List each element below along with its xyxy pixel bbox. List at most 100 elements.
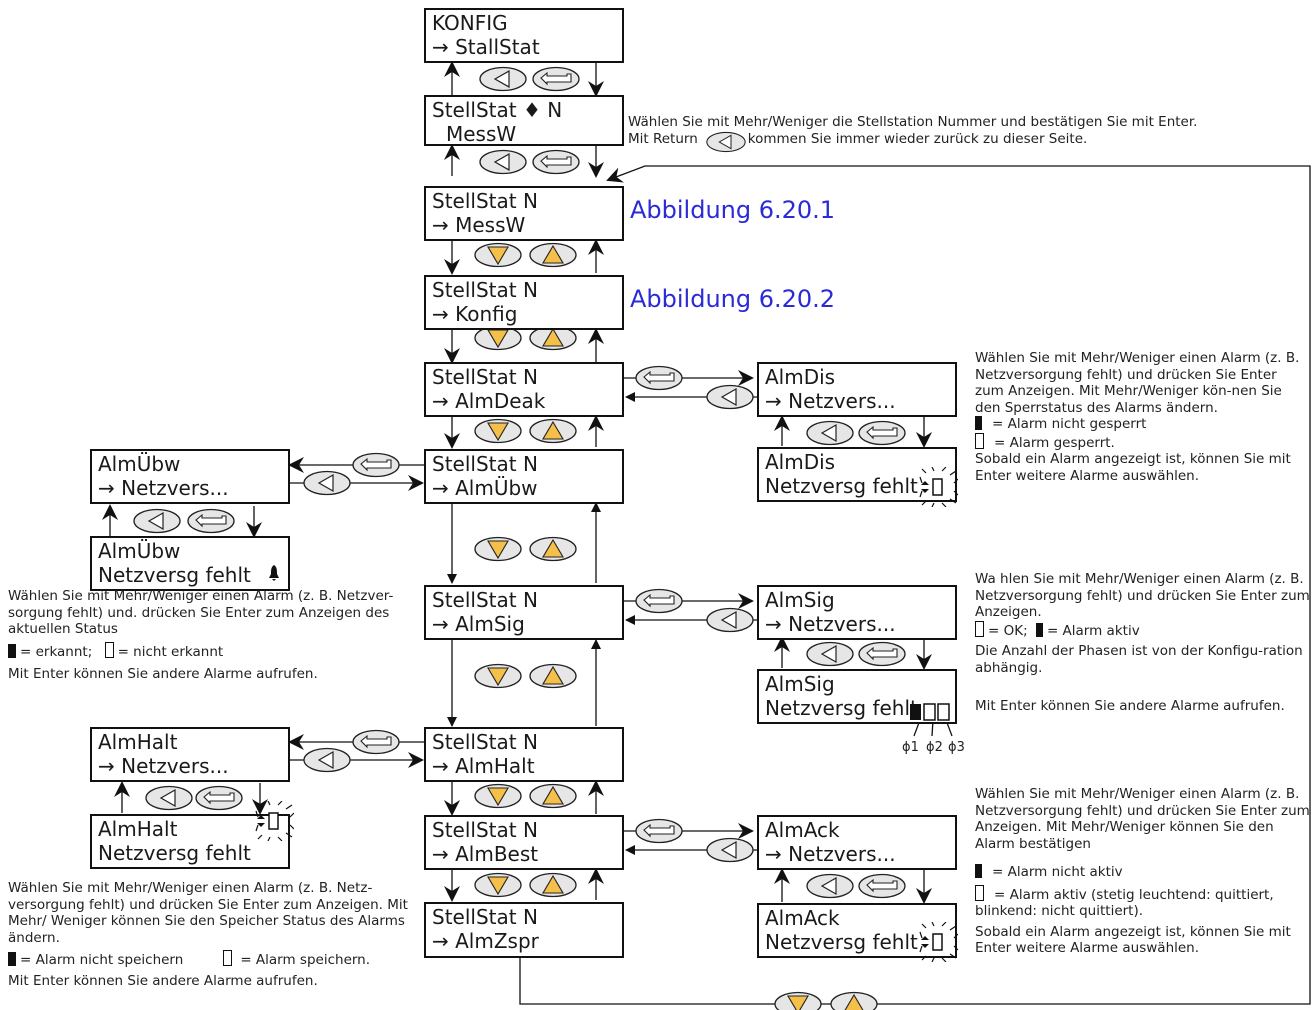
note-line: Wählen Sie mit Mehr/Weniger einen Alarm … xyxy=(8,880,408,946)
menu-box-almubw-detail: AlmÜbw Netzversg fehlt xyxy=(90,536,290,591)
box-line-1: AlmÜbw xyxy=(98,539,181,563)
return-button-icon[interactable] xyxy=(479,66,527,92)
empty-rect-icon xyxy=(975,432,984,449)
up-button-icon[interactable] xyxy=(529,663,577,689)
note-line: Sobald ein Alarm angezeigt ist, können S… xyxy=(975,451,1291,484)
note-line: Wählen Sie mit Mehr/Weniger einen Alarm … xyxy=(8,588,394,637)
enter-button-icon[interactable] xyxy=(635,588,683,614)
return-button-icon[interactable] xyxy=(479,149,527,175)
note-text: = Alarm aktiv (stetig leuchtend: quittie… xyxy=(975,886,1274,920)
filled-rect-icon xyxy=(1035,622,1043,637)
box-line-1: StellStat N xyxy=(432,730,538,754)
down-button-icon[interactable] xyxy=(774,991,822,1010)
empty-rect-icon xyxy=(975,620,984,637)
box-line-2: Netzversg fehlt xyxy=(765,930,918,954)
enter-button-icon[interactable] xyxy=(532,66,580,92)
box-line-1: StellStat N xyxy=(432,452,538,476)
enter-button-icon[interactable] xyxy=(352,452,400,478)
box-line-1: KONFIG xyxy=(432,11,508,35)
return-button-icon[interactable] xyxy=(706,607,754,633)
down-button-icon[interactable] xyxy=(474,536,522,562)
note-almsig: Wa hlen Sie mit Mehr/Weniger einen Alarm… xyxy=(975,571,1310,715)
menu-box-almsig: StellStat N → AlmSig xyxy=(424,585,624,640)
box-line-2: → Netzvers... xyxy=(765,612,896,636)
menu-box-almhalt: StellStat N → AlmHalt xyxy=(424,727,624,782)
box-line-1: AlmSig xyxy=(765,672,835,696)
return-button-icon[interactable] xyxy=(806,873,854,899)
box-line-1: StellStat N xyxy=(432,588,538,612)
return-button-icon[interactable] xyxy=(706,837,754,863)
box-line-2: Netzversg fehlt xyxy=(765,696,918,720)
menu-box-almzspr: StellStat N → AlmZspr xyxy=(424,902,624,958)
note-text: Mit Return xyxy=(628,130,698,147)
filled-rect-icon xyxy=(975,416,982,430)
note-almack: Wählen Sie mit Mehr/Weniger einen Alarm … xyxy=(975,786,1310,957)
note-text: = Alarm nicht aktiv xyxy=(992,864,1123,880)
box-line-2: → Konfig xyxy=(432,302,518,326)
return-button-icon[interactable] xyxy=(706,384,754,410)
figure-reference[interactable]: Abbildung 6.20.2 xyxy=(630,285,836,313)
bell-icon xyxy=(269,565,279,581)
down-button-icon[interactable] xyxy=(474,783,522,809)
note-top: Wählen Sie mit Mehr/Weniger die Stellsta… xyxy=(628,114,1308,147)
filled-rect-icon xyxy=(975,864,982,878)
box-line-1: AlmHalt xyxy=(98,817,178,841)
menu-box-almsig-detail: AlmSig Netzversg fehlt xyxy=(757,669,957,724)
return-button-icon[interactable] xyxy=(303,747,351,773)
return-button-icon[interactable] xyxy=(806,641,854,667)
enter-button-icon[interactable] xyxy=(195,785,243,811)
phase-status-icon xyxy=(910,703,950,721)
down-button-icon[interactable] xyxy=(474,872,522,898)
menu-box-almubw: StellStat N → AlmÜbw xyxy=(424,449,624,504)
box-line-2: → Netzvers... xyxy=(765,842,896,866)
down-button-icon[interactable] xyxy=(474,663,522,689)
note-text: = OK; xyxy=(988,622,1028,639)
box-line-1: AlmDis xyxy=(765,365,836,389)
up-button-icon[interactable] xyxy=(830,991,878,1010)
down-button-icon[interactable] xyxy=(474,242,522,268)
box-line-1: AlmÜbw xyxy=(98,452,181,476)
box-line-1: StellStat ♦ N xyxy=(432,98,563,122)
phase-label: ϕ1 xyxy=(902,740,919,755)
box-line-2: → AlmDeak xyxy=(432,389,546,413)
enter-button-icon[interactable] xyxy=(532,149,580,175)
enter-button-icon[interactable] xyxy=(187,508,235,534)
box-line-2: → AlmZspr xyxy=(432,929,539,953)
box-line-2: → AlmHalt xyxy=(432,754,535,778)
note-line: Die Anzahl der Phasen ist von der Konfig… xyxy=(975,643,1303,676)
return-button-icon[interactable] xyxy=(806,420,854,446)
filled-rect-icon xyxy=(8,952,16,966)
up-button-icon[interactable] xyxy=(529,872,577,898)
empty-rect-icon xyxy=(975,884,984,901)
note-text: = nicht erkannt xyxy=(117,643,224,660)
enter-button-icon[interactable] xyxy=(858,420,906,446)
down-button-icon[interactable] xyxy=(474,418,522,444)
note-line: Mit Enter können Sie andere Alarme aufru… xyxy=(975,698,1285,714)
empty-rect-icon xyxy=(104,641,114,658)
return-button-icon[interactable] xyxy=(303,470,351,496)
figure-reference[interactable]: Abbildung 6.20.1 xyxy=(630,196,836,224)
menu-box-almdeak: StellStat N → AlmDeak xyxy=(424,362,624,417)
enter-button-icon[interactable] xyxy=(858,873,906,899)
enter-button-icon[interactable] xyxy=(635,365,683,391)
enter-button-icon[interactable] xyxy=(352,729,400,755)
return-button-icon[interactable] xyxy=(133,508,181,534)
up-button-icon[interactable] xyxy=(529,536,577,562)
alarm-ack-flash-icon xyxy=(919,922,958,962)
up-button-icon[interactable] xyxy=(529,418,577,444)
up-button-icon[interactable] xyxy=(529,242,577,268)
box-line-1: AlmSig xyxy=(765,588,835,612)
enter-button-icon[interactable] xyxy=(858,641,906,667)
note-text: = erkannt; xyxy=(20,643,93,660)
menu-box-almhalt-list: AlmHalt → Netzvers... xyxy=(90,727,290,782)
enter-button-icon[interactable] xyxy=(635,818,683,844)
note-text: = Alarm gesperrt. xyxy=(994,434,1115,451)
box-line-2: MessW xyxy=(446,122,517,146)
box-line-2: → AlmBest xyxy=(432,842,539,866)
up-button-icon[interactable] xyxy=(529,783,577,809)
phase-label: ϕ3 xyxy=(948,740,965,755)
return-button-icon[interactable] xyxy=(145,785,193,811)
box-line-2: Netzversg fehlt xyxy=(98,563,251,587)
phase-label: ϕ2 xyxy=(926,740,943,755)
menu-box-konfig-sub: StellStat N → Konfig xyxy=(424,275,624,330)
